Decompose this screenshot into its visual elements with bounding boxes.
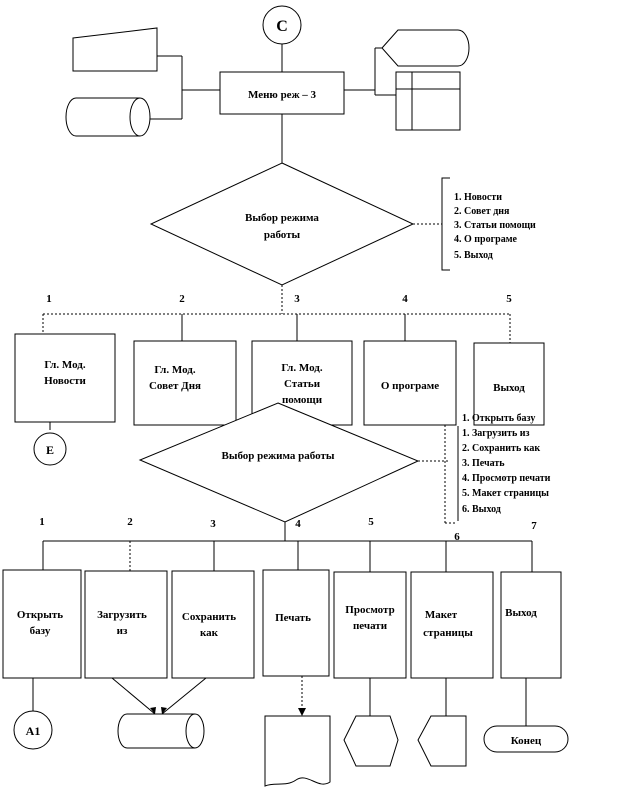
decision-1-option-4: 4. О програме (454, 234, 518, 245)
box-load-from-line-2: из (117, 625, 128, 637)
decision-2-option-3: 2. Сохранить как (462, 443, 540, 454)
decision-1-option-5: 5. Выход (454, 250, 493, 261)
decision-2-option-1: 1. Открыть базу (462, 413, 535, 424)
box-open-base-line-2: базу (30, 625, 51, 637)
box-exit-1: Выход (473, 342, 545, 426)
box-news: Гл. Мод. Новости (14, 333, 116, 423)
display-shape (381, 29, 470, 67)
branch-number: 4 (295, 518, 301, 530)
decision-2-option-6: 5. Макет страницы (462, 488, 549, 499)
box-news-line-1: Гл. Мод. (44, 359, 85, 371)
decision-2-option-5: 4. Просмотр печати (462, 473, 551, 484)
box-about: О програме (363, 340, 457, 426)
storage-cylinder-bottom (117, 713, 205, 749)
connector-a1-label: A1 (26, 724, 41, 738)
terminator-end: Конец (483, 725, 569, 753)
box-tip-line-1: Гл. Мод. (154, 364, 195, 376)
box-load-from: Загрузить из (84, 570, 168, 679)
decision-1-line-2: работы (264, 229, 301, 241)
branch-number: 5 (368, 516, 374, 528)
box-news-line-2: Новости (44, 375, 86, 387)
box-print-preview: Просмотр печати (333, 571, 407, 679)
box-open-base-line-1: Открыть (17, 609, 63, 621)
decision-1-option-1: 1. Новости (454, 192, 502, 203)
decision-1: Выбор режима работы (149, 162, 415, 286)
box-help-line-2: Статьи (284, 378, 321, 390)
connector-e: E (33, 432, 67, 466)
box-page-layout: Макет страницы (410, 571, 494, 679)
decision-2-option-7: 6. Выход (462, 504, 501, 515)
branch-number: 4 (402, 293, 408, 305)
box-tip: Гл. Мод. Совет Дня (133, 340, 237, 426)
decision-1-option-2: 2. Совет дня (454, 206, 510, 217)
box-tip-line-2: Совет Дня (149, 380, 201, 392)
box-print-preview-line-1: Просмотр (345, 604, 394, 616)
terminator-end-label: Конец (511, 735, 542, 747)
decision-2-option-4: 3. Печать (462, 458, 505, 469)
box-save-as-line-2: как (200, 627, 219, 639)
box-exit-1-line-1: Выход (493, 382, 525, 394)
branch-number: 3 (210, 518, 216, 530)
box-load-from-line-1: Загрузить (97, 609, 147, 621)
branch-number: 1 (39, 516, 45, 528)
connector-e-label: E (46, 443, 54, 457)
box-page-layout-line-1: Макет (425, 609, 458, 621)
box-open-base: Открыть базу (2, 569, 82, 679)
internal-storage-shape (395, 71, 461, 131)
decision-1-option-3: 3. Статьи помощи (454, 220, 536, 231)
box-print-line-1: Печать (275, 612, 311, 624)
manual-input-shape (72, 27, 158, 72)
box-help-line-3: помощи (282, 394, 323, 406)
branch-number: 3 (294, 293, 300, 305)
display-shape-bottom-1 (343, 715, 399, 767)
box-print: Печать (262, 569, 330, 677)
display-shape-bottom-2 (417, 715, 467, 767)
connector-c-label: C (276, 18, 288, 35)
box-exit-2-line-1: Выход (505, 607, 537, 619)
branch-number: 2 (127, 516, 133, 528)
box-save-as: Сохранить как (171, 570, 255, 679)
document-shape (264, 715, 331, 787)
decision-1-line-1: Выбор режима (245, 212, 319, 224)
box-exit-2: Выход (500, 571, 562, 679)
decision-2-option-2: 1. Загрузить из (462, 428, 530, 439)
box-save-as-line-1: Сохранить (182, 611, 236, 623)
branch-number: 7 (531, 520, 537, 532)
connector-a1: A1 (13, 710, 53, 750)
box-page-layout-line-2: страницы (423, 627, 473, 639)
branch-number: 6 (454, 531, 460, 543)
decision-2-annotation: 1. Открыть базу 1. Загрузить из 2. Сохра… (457, 413, 551, 521)
branch-number: 2 (179, 293, 185, 305)
menu-box: Меню реж – 3 (219, 71, 345, 115)
branch-number: 1 (46, 293, 52, 305)
box-about-line-1: О програме (381, 380, 439, 392)
box-print-preview-line-2: печати (353, 620, 388, 632)
connector-c: C (262, 5, 302, 45)
storage-cylinder-left (65, 97, 151, 137)
decision-1-annotation: 1. Новости 2. Совет дня 3. Статьи помощи… (441, 177, 536, 271)
decision-2-label: Выбор режима работы (222, 450, 335, 462)
branch-number: 5 (506, 293, 512, 305)
menu-box-label: Меню реж – 3 (248, 89, 317, 101)
box-help-line-1: Гл. Мод. (281, 362, 322, 374)
